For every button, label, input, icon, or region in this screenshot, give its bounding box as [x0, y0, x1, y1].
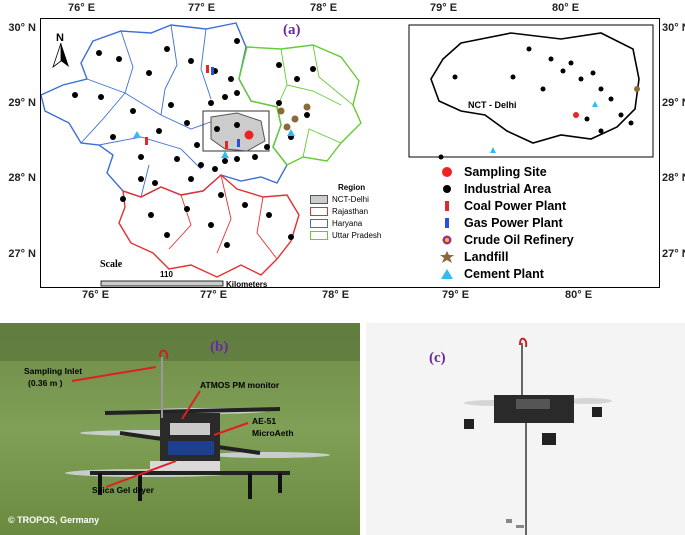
left-latitude-label: 27° N [8, 248, 36, 260]
map-frame [40, 18, 660, 288]
gas-power-plant-icon [438, 216, 456, 230]
annotation-ae51: AE-51 [252, 416, 277, 426]
haryana-boundary [41, 22, 288, 198]
region-label: NCT-Delhi [332, 195, 369, 204]
annotation-inlet-height: (0.36 m ) [28, 378, 63, 388]
panel-label-b: (b) [210, 339, 229, 355]
left-latitude-label: 29° N [8, 97, 36, 109]
region-swatch [310, 219, 328, 228]
nct-delhi-region [210, 112, 266, 152]
legend-label: Coal Power Plant [464, 198, 567, 213]
north-arrow-icon [52, 42, 69, 69]
inset-industrial-markers [438, 46, 634, 160]
inset-frame [408, 24, 654, 158]
region-item: NCT-Delhi [310, 194, 369, 205]
legend-item-coal-power-plant: Coal Power Plant [438, 197, 566, 214]
right-latitude-label: 30° N [662, 22, 685, 34]
bottom-longitude-label: 79° E [442, 289, 470, 301]
legend-label: Landfill [464, 249, 509, 264]
drone-photo-b-image [0, 323, 360, 535]
scale-value: 110 [160, 270, 173, 279]
bottom-longitude-label: 80° E [565, 289, 593, 301]
legend-item-sampling-site: Sampling Site [438, 163, 547, 180]
legend-item-industrial-area: Industrial Area [438, 180, 551, 197]
rajasthan-boundary [118, 174, 300, 278]
refinery-icon [438, 233, 456, 247]
uttar-pradesh-boundary [238, 44, 362, 166]
left-latitude-label: 30° N [8, 22, 36, 34]
top-longitude-label: 79° E [430, 2, 458, 14]
top-longitude-label: 77° E [188, 2, 216, 14]
legend-label: Crude Oil Refinery [464, 232, 574, 247]
top-longitude-label: 78° E [310, 2, 338, 14]
cement-plant-markers [133, 129, 295, 158]
right-latitude-label: 28° N [662, 172, 685, 184]
legend-label: Sampling Site [464, 164, 547, 179]
scale-unit: Kilometers [226, 280, 268, 289]
copyright-text: © TROPOS, Germany [8, 515, 100, 525]
inset-delhi-boundary [430, 32, 640, 144]
scale-bar [100, 280, 224, 287]
panel-label-c: (c) [429, 350, 446, 366]
region-swatch [310, 231, 328, 240]
region-label: Rajasthan [332, 207, 369, 216]
inset-landfill-marker [634, 86, 640, 92]
sampling-site-marker [244, 130, 254, 140]
legend-label: Gas Power Plant [464, 215, 563, 230]
north-label: N [56, 32, 64, 44]
annotation-microaeth: MicroAeth [252, 428, 294, 438]
map-canvas [41, 22, 654, 287]
delhi-zoom-box [202, 110, 270, 152]
region-label: Uttar Pradesh [332, 231, 382, 240]
panel-label-a: (a) [283, 22, 301, 38]
legend-label: Industrial Area [464, 181, 552, 196]
top-longitude-label: 76° E [68, 2, 96, 14]
legend-item-gas-power-plant: Gas Power Plant [438, 214, 563, 231]
right-latitude-label: 27° N [662, 248, 685, 260]
region-legend-title: Region [338, 183, 366, 192]
region-legend: Region NCT-Delhi Rajasthan Haryana Uttar… [300, 183, 420, 246]
gas-power-plant-markers [211, 67, 240, 147]
region-item: Rajasthan [310, 206, 368, 217]
region-item: Haryana [310, 218, 362, 229]
region-swatch [310, 207, 328, 216]
scale-title: Scale [100, 259, 123, 270]
black-dot-icon [438, 182, 456, 196]
drone-photo-b: (b) Sampling Inlet (0.36 m ) ATMOS PM mo… [0, 323, 360, 535]
legend-item-landfill: Landfill [438, 248, 508, 265]
legend-item-cement-plant: Cement Plant [438, 265, 544, 282]
landfill-icon [438, 250, 456, 264]
inset-sampling-site [573, 112, 579, 118]
region-swatch [310, 195, 328, 204]
red-dot-icon [438, 165, 456, 179]
annotation-pm-monitor: ATMOS PM monitor [200, 380, 280, 390]
industrial-area-markers [72, 38, 316, 248]
bottom-longitude-label: 77° E [200, 289, 228, 301]
top-longitude-label: 80° E [552, 2, 580, 14]
legend-label: Cement Plant [464, 266, 544, 281]
coal-power-plant-icon [438, 199, 456, 213]
landfill-markers [277, 103, 311, 131]
annotation-silica-gel-dryer: Silica Gel dryer [92, 485, 154, 495]
annotation-sampling-inlet: Sampling Inlet [24, 366, 83, 376]
cement-plant-icon [438, 267, 456, 281]
left-latitude-label: 28° N [8, 172, 36, 184]
drone-photo-c-image [366, 323, 685, 535]
bottom-longitude-label: 76° E [82, 289, 110, 301]
legend-item-crude-oil-refinery: Crude Oil Refinery [438, 231, 574, 248]
coal-power-plant-markers [145, 65, 228, 149]
right-latitude-label: 29° N [662, 97, 685, 109]
bottom-longitude-label: 78° E [322, 289, 350, 301]
region-label: Haryana [332, 219, 363, 228]
inset-label: NCT - Delhi [468, 100, 517, 110]
region-item: Uttar Pradesh [310, 230, 381, 241]
drone-photo-c: (c) [366, 323, 685, 535]
